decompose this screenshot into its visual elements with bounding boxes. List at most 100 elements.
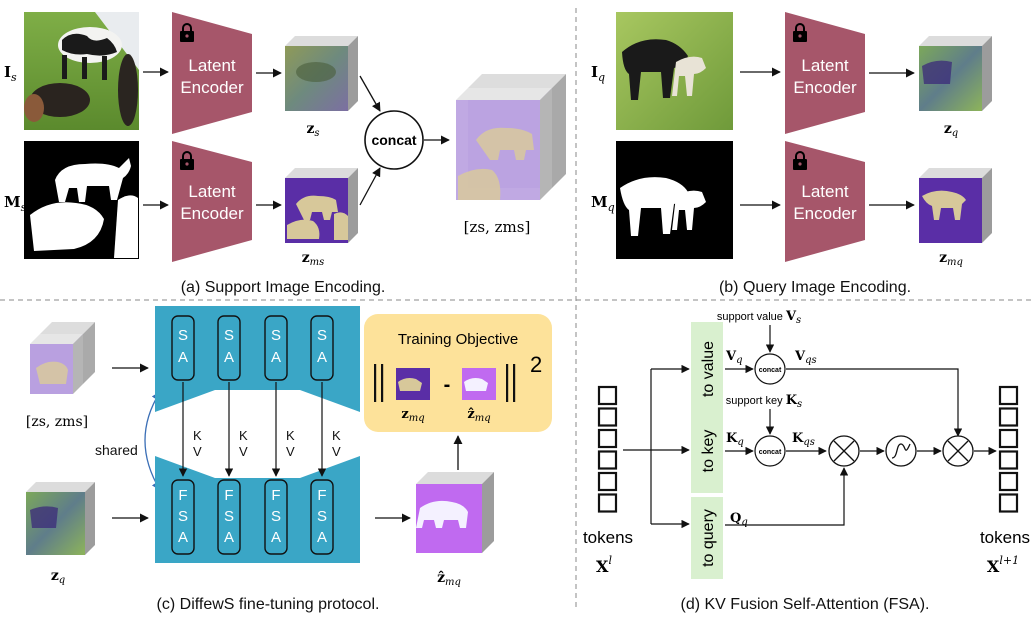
concat-label: concat xyxy=(371,132,416,148)
fsa-letter: F xyxy=(178,487,187,504)
objective-bar xyxy=(374,364,377,402)
zms-label: zms xyxy=(302,250,325,268)
support-input-label: [zs, zms] xyxy=(26,414,88,430)
multiply-node-1 xyxy=(828,435,860,467)
latent-encoder-query-top: Latent Encoder xyxy=(785,12,865,134)
arrow-qq-to-multiply xyxy=(725,467,849,526)
to-query-box: to query xyxy=(691,497,723,579)
to-key-label: to key xyxy=(700,430,717,473)
query-image xyxy=(616,12,733,130)
token-box xyxy=(998,428,1019,449)
sa-block: SA xyxy=(310,315,334,381)
fsa-block: FSA xyxy=(217,479,241,555)
support-mask-label: Ms xyxy=(4,193,27,214)
objective-bar xyxy=(506,364,509,402)
encoder-line1: Latent xyxy=(188,182,236,201)
panel-a-caption: (a) Support Image Encoding. xyxy=(181,279,386,296)
output-label: ẑmq xyxy=(437,570,461,588)
token-box xyxy=(998,385,1019,406)
objective-bar xyxy=(381,364,384,402)
kv-link: KV xyxy=(178,382,202,477)
zq-label: zq xyxy=(944,121,958,139)
token-box xyxy=(597,428,618,449)
vqs-label: Vqs xyxy=(794,349,817,366)
sa-letter: S xyxy=(224,327,234,344)
objective-pred-thumb xyxy=(462,368,496,400)
qq-label: Qq xyxy=(730,511,748,528)
objective-title: Training Objective xyxy=(398,331,518,348)
fsa-block: FSA xyxy=(310,479,334,555)
sa-letter: A xyxy=(271,349,281,366)
encoder-line1: Latent xyxy=(188,56,236,75)
lock-icon xyxy=(180,23,194,42)
query-input-label: zq xyxy=(51,568,65,586)
support-mask xyxy=(24,141,139,259)
multiply-node-2 xyxy=(942,435,974,467)
concat-output-label: [zs, zms] xyxy=(464,218,531,236)
output-latent-cube xyxy=(416,472,494,553)
kv-letter: K xyxy=(286,428,295,443)
training-objective-box: Training Objective - 2 zmq ẑmq xyxy=(364,314,552,432)
objective-right-label: ẑmq xyxy=(467,407,490,424)
arrow-zs-to-concat xyxy=(359,75,381,112)
encoder-line1: Latent xyxy=(801,56,849,75)
token-box xyxy=(597,385,618,406)
concat-value-node: concat xyxy=(754,353,786,385)
support-image-label: Is xyxy=(4,63,17,84)
encoder-line2: Encoder xyxy=(793,78,857,97)
fsa-letter: A xyxy=(271,529,281,546)
objective-power: 2 xyxy=(530,352,542,377)
fsa-letter: S xyxy=(178,508,188,525)
concat-output-stack xyxy=(456,74,566,200)
token-box xyxy=(998,407,1019,427)
sa-block: SA xyxy=(217,315,241,381)
tokens-in-math: Xl xyxy=(596,554,612,576)
support-latent-stack xyxy=(30,322,95,394)
query-image-label: Iq xyxy=(591,63,605,84)
sa-letter: S xyxy=(317,327,327,344)
encoder-line2: Encoder xyxy=(180,78,244,97)
sa-letter: S xyxy=(271,327,281,344)
fsa-letter: S xyxy=(317,508,327,525)
fsa-letter: A xyxy=(178,529,188,546)
kv-letter: K xyxy=(239,428,248,443)
kv-letter: V xyxy=(332,444,341,459)
fsa-letter: F xyxy=(224,487,233,504)
kqs-label: Kqs xyxy=(792,431,815,448)
latent-zms-cube xyxy=(285,168,358,243)
token-box xyxy=(597,407,618,427)
kv-letter: K xyxy=(332,428,341,443)
kv-letter: V xyxy=(193,444,202,459)
support-value-label: support value Vs xyxy=(717,309,801,326)
encoder-line1: Latent xyxy=(801,182,849,201)
input-tokens xyxy=(597,385,618,513)
sa-letter: A xyxy=(178,349,188,366)
sa-letter: S xyxy=(178,327,188,344)
shared-arc xyxy=(144,391,161,491)
kv-link: KV xyxy=(271,382,295,477)
output-tokens xyxy=(998,385,1019,513)
concat-small-label: concat xyxy=(759,449,782,456)
zs-label: zs xyxy=(306,121,319,139)
to-key-box: to key xyxy=(691,410,723,493)
sa-letter: A xyxy=(224,349,234,366)
latent-zs-cube xyxy=(285,36,358,111)
token-box xyxy=(597,450,618,470)
panel-d-kv-fusion: tokens Xl tokens Xl+1 to value to key to… xyxy=(583,309,1030,613)
kv-letter: V xyxy=(239,444,248,459)
concat-node: concat xyxy=(364,110,424,170)
kv-link: KV xyxy=(317,382,341,477)
support-image xyxy=(24,12,139,130)
encoder-line2: Encoder xyxy=(180,204,244,223)
token-box xyxy=(998,493,1019,513)
kv-letter: K xyxy=(193,428,202,443)
encoder-line2: Encoder xyxy=(793,204,857,223)
kq-label: Kq xyxy=(726,431,744,448)
latent-encoder-bottom: Latent Encoder xyxy=(172,141,252,262)
token-box xyxy=(998,471,1019,492)
fsa-block: FSA xyxy=(171,479,195,555)
